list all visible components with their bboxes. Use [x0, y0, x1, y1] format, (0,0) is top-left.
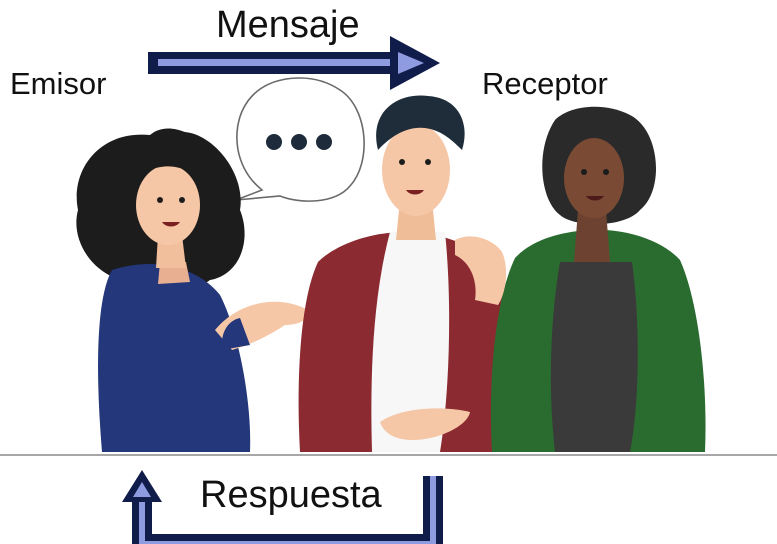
- receiver-label: Receptor: [482, 66, 608, 101]
- response-arrow-icon: [122, 470, 443, 544]
- response-label: Respuesta: [200, 474, 382, 516]
- message-label: Mensaje: [216, 4, 360, 46]
- sender-figure: [76, 128, 309, 452]
- receiver-figure: [455, 106, 706, 452]
- speech-bubble-icon: [235, 77, 365, 202]
- sender-label: Emisor: [10, 66, 107, 101]
- middle-man-figure: [298, 95, 521, 452]
- message-arrow-icon: [148, 36, 440, 90]
